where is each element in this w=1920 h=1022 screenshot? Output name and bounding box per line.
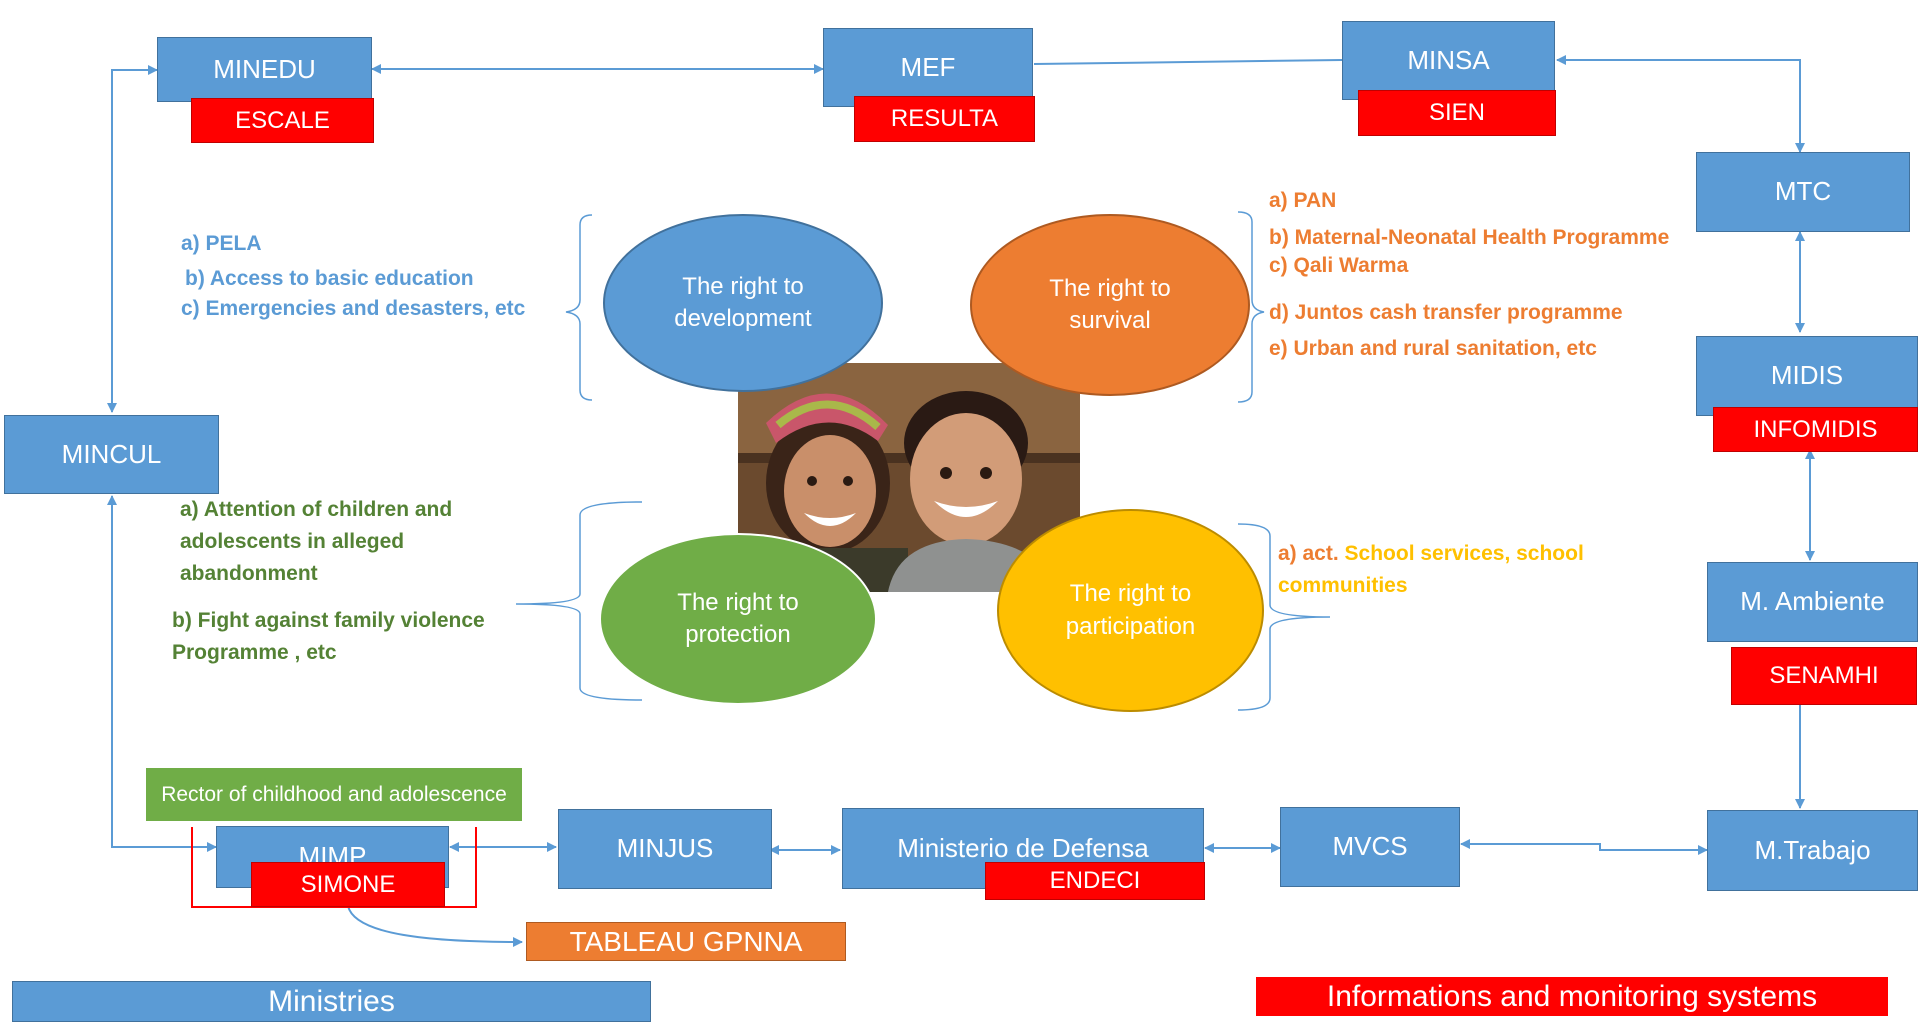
right-protection-ellipse[interactable]: The right to protection [599,533,877,705]
rector-label: Rector of childhood and adolescence [146,768,522,821]
rector-bracket [191,827,477,908]
right-participation-ellipse[interactable]: The right to participation [997,509,1264,712]
simone-box[interactable]: SIMONE [251,862,445,907]
right-participation-label: The right to participation [1065,580,1196,640]
tableau-box[interactable]: TABLEAU GPNNA [526,922,846,961]
survival-note-a: a) PAN [1269,189,1337,212]
survival-note-d: d) Juntos cash transfer programme [1269,300,1623,324]
connector-mef-minsa [1033,59,1343,65]
participation-note-prefix: a) act. [1278,542,1345,565]
resulta-box[interactable]: RESULTA [854,96,1035,142]
protection-notes: a) Attention of children and adolescents… [180,494,510,598]
connector-mincul-mimp [107,495,217,852]
legend-ministries: Ministries [12,981,651,1022]
protection-note-b: b) Fight against family violence Program… [172,609,485,664]
right-survival-label: The right to survival [1049,274,1171,334]
ambiente-box[interactable]: M. Ambiente [1707,562,1918,642]
senamhi-box[interactable]: SENAMHI [1731,647,1917,705]
development-notes: a) PELA b) Access to basic education c) … [181,230,525,322]
connector-minsa-mtc [1556,55,1805,153]
protection-note-a: a) Attention of children and adolescents… [180,498,453,585]
right-development-label: The right to development [674,272,812,332]
minsa-box[interactable]: MINSA [1342,21,1555,100]
survival-notes: a) PAN b) Maternal-Neonatal Health Progr… [1269,187,1669,362]
infomidis-box[interactable]: INFOMIDIS [1713,407,1918,452]
brace-development-left [565,214,593,401]
trabajo-box[interactable]: M.Trabajo [1707,810,1918,891]
connector-simone-tableau [347,905,523,947]
brace-survival-right [1237,211,1265,403]
endeci-box[interactable]: ENDECI [985,862,1205,900]
participation-notes: a) act. School services, school communit… [1278,538,1638,602]
right-survival-ellipse[interactable]: The right to survival [970,214,1250,396]
protection-notes-b-wrap: b) Fight against family violence Program… [172,605,532,669]
legend-systems-label: Informations and monitoring systems [1326,979,1818,1013]
right-protection-label: The right to protection [677,588,799,648]
development-note-c: c) Emergencies and desasters, etc [181,296,526,320]
mtc-box[interactable]: MTC [1696,152,1910,232]
development-note-a: a) PELA [181,232,262,255]
development-note-b: b) Access to basic education [185,267,474,291]
survival-note-e: e) Urban and rural sanitation, etc [1269,337,1597,361]
midis-box[interactable]: MIDIS [1696,336,1918,416]
connector-mvcs-trabajo [1460,839,1708,855]
right-development-ellipse[interactable]: The right to development [603,214,883,392]
escale-box[interactable]: ESCALE [191,98,374,143]
survival-note-b: b) Maternal-Neonatal Health Programme [1269,226,1670,250]
survival-note-c: c) Qali Warma [1269,253,1409,277]
mvcs-box[interactable]: MVCS [1280,807,1460,887]
mincul-box[interactable]: MINCUL [4,415,219,494]
brace-protection-left [515,501,643,701]
connector-minedu-mincul [107,65,158,413]
brace-participation-right [1237,523,1331,711]
legend-ministries-label: Ministries [268,984,395,1018]
legend-systems: Informations and monitoring systems [1256,977,1888,1016]
participation-note-text: School services, school communities [1278,542,1584,597]
minjus-box[interactable]: MINJUS [558,809,772,889]
sien-box[interactable]: SIEN [1358,90,1556,136]
minedu-box[interactable]: MINEDU [157,37,372,102]
